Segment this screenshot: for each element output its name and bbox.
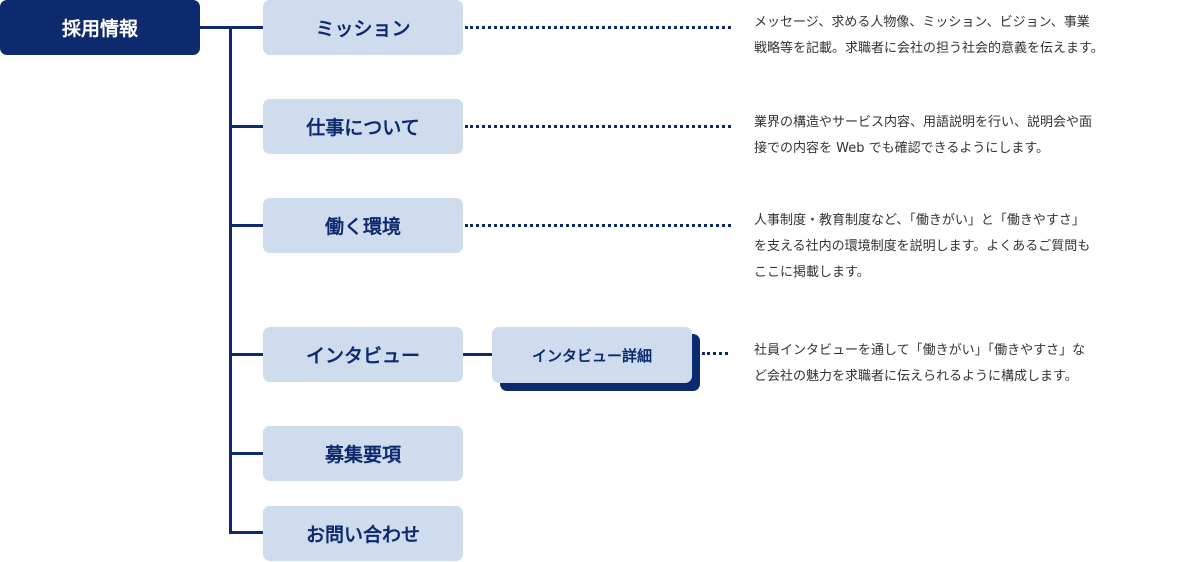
description-line: を支える社内の環境制度を説明します。よくあるご質問も — [754, 239, 1091, 254]
branch-contact — [229, 531, 263, 534]
description-line: 人事制度・教育制度など、「働きがい」と「働きやすさ」 — [754, 213, 1085, 228]
branch-mission — [229, 26, 263, 29]
description-line: ど会社の魅力を求職者に伝えられるように構成します。 — [754, 369, 1078, 384]
description-mission: メッセージ、求める人物像、ミッション、ビジョン、事業 戦略等を記載。求職者に会社… — [754, 10, 1194, 62]
branch-interview — [229, 353, 263, 356]
interview-child-connector — [463, 353, 492, 356]
description-line: ここに掲載します。 — [754, 265, 870, 280]
leader-environment — [465, 224, 731, 227]
leader-mission — [465, 26, 731, 29]
node-environment: 働く環境 — [263, 198, 463, 253]
description-interview: 社員インタビューを通して「働きがい」「働きやすさ」な ど会社の魅力を求職者に伝え… — [754, 338, 1194, 390]
description-line: 戦略等を記載。求職者に会社の担う社会的意義を伝えます。 — [754, 41, 1104, 56]
description-work: 業界の構造やサービス内容、用語説明を行い、説明会や面 接での内容を Web でも… — [754, 110, 1194, 162]
leader-work — [465, 125, 731, 128]
node-work: 仕事について — [263, 99, 463, 154]
branch-work — [229, 125, 263, 128]
node-recruitment: 募集要項 — [263, 426, 463, 481]
root-connector — [200, 26, 232, 29]
description-line: 接での内容を Web でも確認できるようにします。 — [754, 141, 1050, 156]
node-contact: お問い合わせ — [263, 506, 463, 561]
description-line: 業界の構造やサービス内容、用語説明を行い、説明会や面 — [754, 115, 1093, 130]
description-line: 社員インタビューを通して「働きがい」「働きやすさ」な — [754, 343, 1086, 358]
node-mission: ミッション — [263, 0, 463, 55]
node-interview: インタビュー — [263, 327, 463, 382]
tree-trunk — [229, 26, 232, 534]
leader-interview — [702, 352, 728, 355]
branch-environment — [229, 224, 263, 227]
description-environment: 人事制度・教育制度など、「働きがい」と「働きやすさ」 を支える社内の環境制度を説… — [754, 208, 1194, 286]
branch-recruitment — [229, 452, 263, 455]
description-line: メッセージ、求める人物像、ミッション、ビジョン、事業 — [754, 15, 1090, 30]
root-node: 採用情報 — [0, 0, 200, 55]
node-interview-detail: インタビュー詳細 — [492, 327, 692, 383]
